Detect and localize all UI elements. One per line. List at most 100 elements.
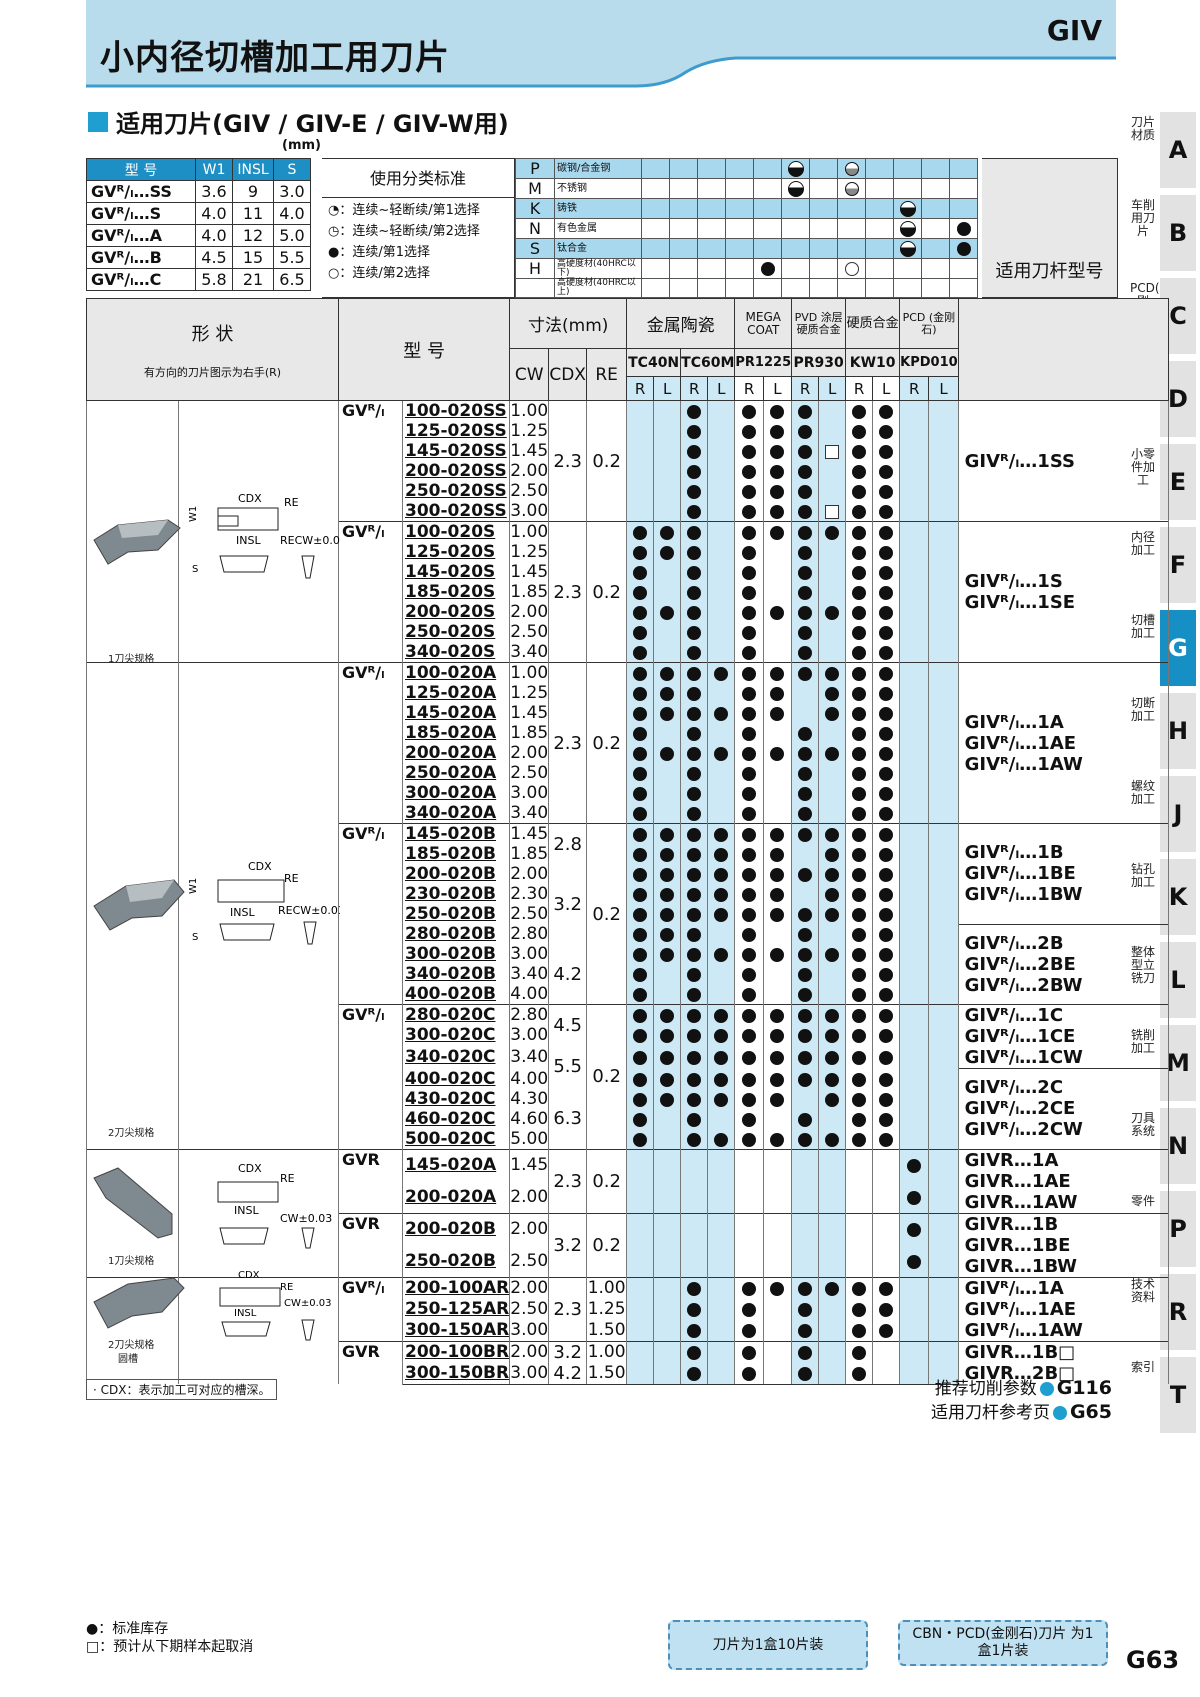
model-number: 145-020A xyxy=(401,1148,511,1181)
stock-dot-icon xyxy=(742,747,757,761)
half-circle-icon xyxy=(899,220,916,237)
grade-mark-cell xyxy=(653,542,682,562)
grade-mark-cell xyxy=(707,743,736,763)
stock-dot-icon xyxy=(742,727,757,741)
grade-mark-cell xyxy=(653,1319,682,1341)
grade-mark-cell xyxy=(653,1298,682,1320)
grade-mark-cell xyxy=(762,1108,793,1129)
stock-dot-icon xyxy=(687,646,702,660)
model-number: 100-020SS xyxy=(401,400,511,421)
cdx-value: 2.3 xyxy=(548,521,588,663)
grade-mark-cell xyxy=(818,582,847,602)
cdx-value: 4.5 xyxy=(548,1004,588,1045)
grade-mark-cell xyxy=(928,1088,959,1109)
model-number: 200-020B xyxy=(401,864,511,884)
model-prefix-text: GVᴿ/ₗ xyxy=(342,522,385,542)
grade-mark-cell xyxy=(872,461,901,481)
grade-mark-cell xyxy=(791,542,820,562)
cdx-value: 3.2 xyxy=(548,1212,588,1277)
iso-material-name: 有色金属 xyxy=(554,218,642,239)
rl-cell: R xyxy=(899,376,930,401)
model-prefix-text: GVᴿ/ₗ xyxy=(342,824,385,844)
cdx-value: 3.2 xyxy=(548,864,588,944)
stock-dot-icon xyxy=(742,988,757,1002)
stock-dot-icon xyxy=(742,1029,757,1043)
grade-mark-cell xyxy=(707,723,736,743)
grade-mark-cell xyxy=(872,763,901,783)
grade-mark-cell xyxy=(707,1212,736,1245)
grade-mark-cell xyxy=(899,823,930,844)
grade-mark-cell xyxy=(734,1276,764,1299)
stock-dot-icon xyxy=(879,1282,894,1296)
grade-mark-cell xyxy=(762,562,793,582)
grade-mark-cell xyxy=(818,904,847,924)
cdx-value: 2.3 xyxy=(548,662,588,824)
unit-label: (mm) xyxy=(282,138,321,153)
holder-header-spacer xyxy=(957,298,1169,401)
grade-mark-cell xyxy=(707,703,736,723)
stock-dot-icon xyxy=(742,1323,757,1338)
stock-dot-icon xyxy=(633,747,648,761)
iso-row: 高硬度材(40HRC以上) xyxy=(515,278,978,298)
grade-mark-cell xyxy=(872,1108,901,1129)
model-number: 300-150AR xyxy=(401,1319,511,1341)
iso-mark-cell xyxy=(949,238,978,259)
iso-mark-cell xyxy=(865,198,894,219)
grade-mark-cell xyxy=(899,1319,930,1341)
stock-dot-icon xyxy=(660,1072,675,1087)
legend-item: ◷：连续~轻断续/第2选择 xyxy=(328,224,480,239)
grade-mark-cell xyxy=(762,924,793,944)
stock-dot-icon xyxy=(879,1092,894,1107)
stock-dot-icon xyxy=(714,948,729,962)
grade-mark-cell xyxy=(762,723,793,743)
re-value: 0.2 xyxy=(586,1004,628,1149)
grade-mark-cell xyxy=(845,1108,874,1129)
model-number: 300-020C xyxy=(401,1025,511,1045)
stock-dot-icon xyxy=(798,767,813,781)
iso-mark-cell xyxy=(725,278,754,298)
grade-mark-cell xyxy=(818,984,847,1005)
iso-mark-cell xyxy=(865,178,894,199)
iso-mark-cell xyxy=(781,278,810,298)
iso-mark-cell xyxy=(781,218,810,239)
stock-dot-icon xyxy=(687,1132,702,1147)
stock-dot-icon xyxy=(742,485,757,499)
code-table-cell: GVᴿ/ₗ…B xyxy=(86,246,196,269)
holder-model: GIVᴿ/ₗ…1BW xyxy=(964,884,1083,906)
grade-mark-cell xyxy=(791,1068,820,1089)
model-number: 200-020S xyxy=(401,602,511,622)
stock-dot-icon xyxy=(660,546,675,560)
stock-dot-icon xyxy=(687,667,702,681)
stock-dot-icon xyxy=(742,807,757,821)
stock-dot-icon xyxy=(742,828,757,842)
holder-column-header: 适用刀杆型号 xyxy=(982,158,1118,298)
stock-dot-icon xyxy=(687,1346,702,1360)
stock-dot-icon xyxy=(687,707,702,721)
stock-dot-icon xyxy=(742,1367,757,1381)
stock-dot-icon xyxy=(687,425,702,439)
stock-dot-icon xyxy=(714,1092,729,1107)
stock-dot-icon xyxy=(633,1132,648,1147)
grade-mark-cell xyxy=(762,582,793,602)
grade-mark-cell xyxy=(899,562,930,582)
grade-mark-cell xyxy=(899,924,930,944)
grade-mark-cell xyxy=(762,884,793,904)
grade-mark-cell xyxy=(818,481,847,501)
rl-cell: R xyxy=(734,376,764,401)
grade-mark-cell xyxy=(899,1298,930,1320)
